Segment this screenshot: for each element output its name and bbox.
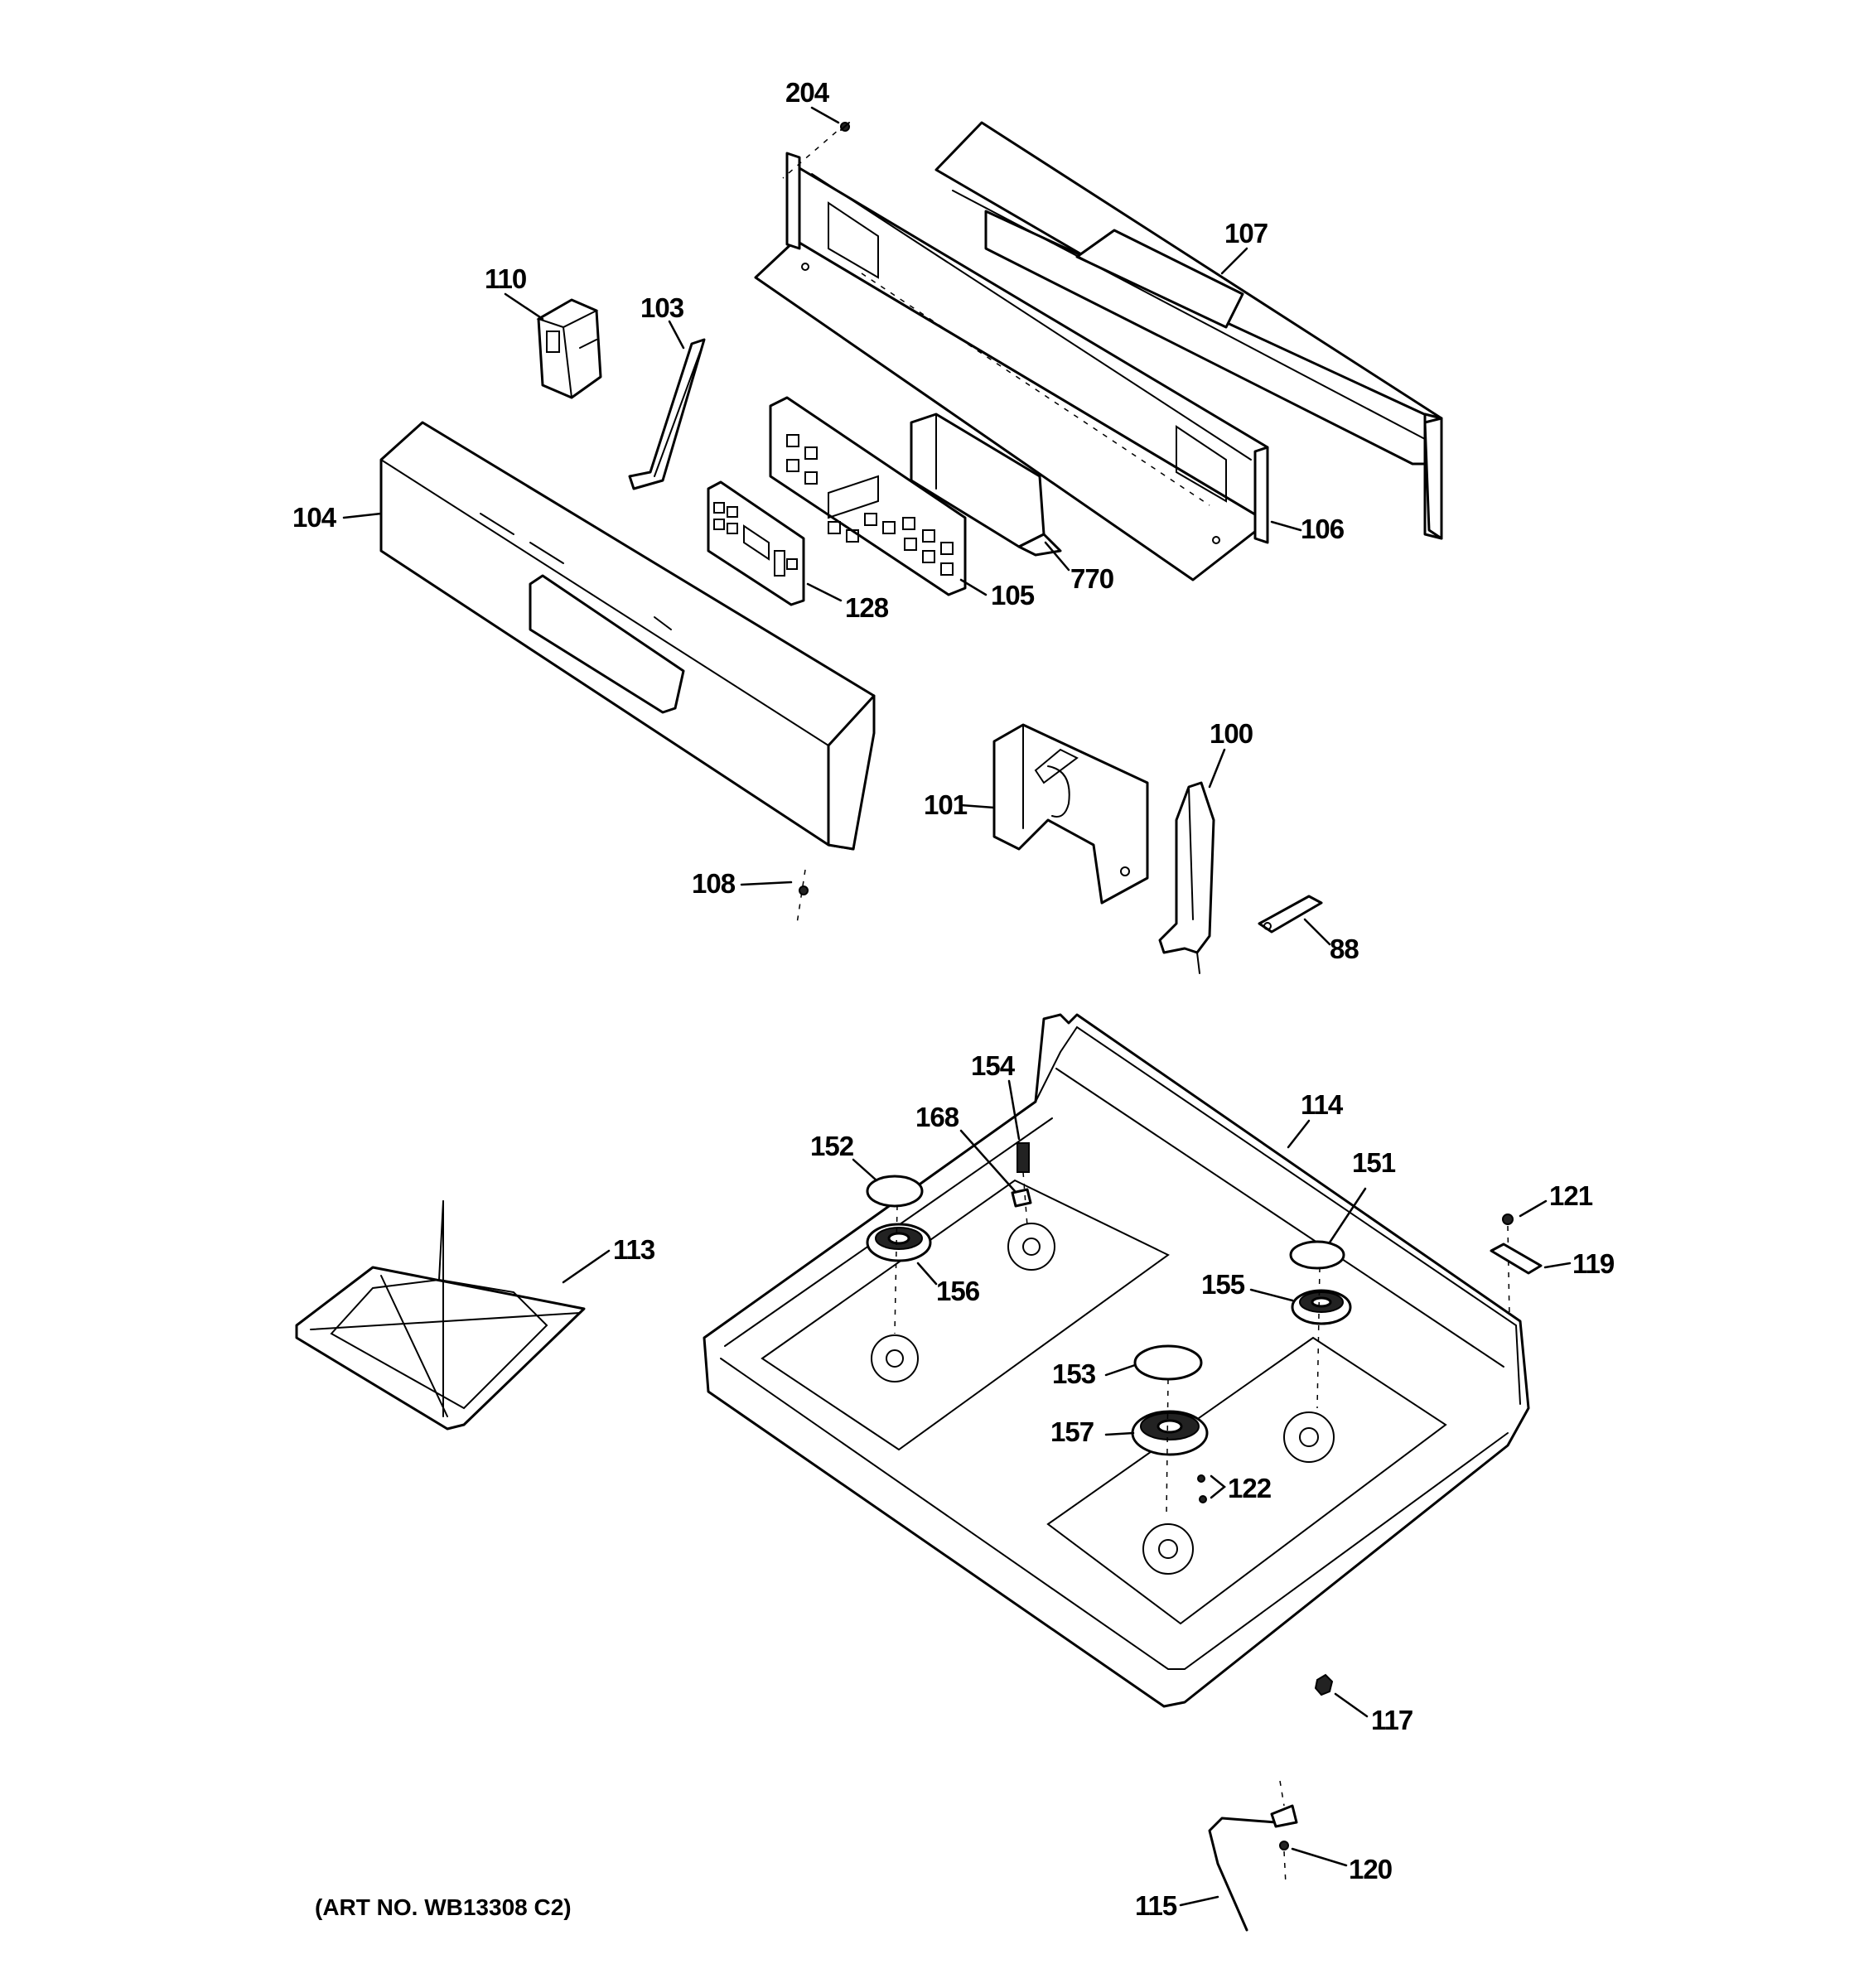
part-770-trim (910, 413, 1062, 557)
art-number: (ART NO. WB13308 C2) (315, 1894, 572, 1920)
part-101-cover (992, 723, 1149, 905)
label-154: 154 (971, 1050, 1016, 1081)
label-120: 120 (1349, 1854, 1392, 1884)
label-153: 153 (1052, 1358, 1096, 1389)
part-88-spacer (1258, 895, 1323, 934)
label-113: 113 (613, 1234, 655, 1265)
part-155-burner-head (1291, 1289, 1352, 1325)
part-114-cooktop (703, 1013, 1530, 1708)
part-105-control-board (769, 396, 967, 596)
part-156-burner-head (866, 1223, 932, 1262)
label-155: 155 (1201, 1269, 1245, 1300)
part-120-screw (1279, 1841, 1289, 1885)
part-107-rear-cover (934, 121, 1443, 540)
label-101: 101 (924, 789, 968, 820)
part-119-bracket (1490, 1242, 1543, 1275)
label-88: 88 (1330, 934, 1359, 964)
part-153-cap (1133, 1344, 1203, 1381)
part-113-grate (295, 1200, 586, 1431)
part-106-back-panel (754, 152, 1269, 581)
part-122-screws (1197, 1474, 1207, 1503)
label-204: 204 (785, 77, 830, 108)
label-128: 128 (845, 592, 889, 623)
label-114: 114 (1301, 1089, 1344, 1120)
label-100: 100 (1210, 718, 1253, 749)
label-108: 108 (692, 868, 736, 899)
label-122: 122 (1228, 1473, 1272, 1503)
part-154-electrode (1017, 1142, 1030, 1173)
leader-lines (342, 106, 1572, 1907)
label-105: 105 (991, 580, 1035, 610)
label-770: 770 (1070, 563, 1113, 594)
label-106: 106 (1301, 514, 1345, 544)
part-121-screw (1502, 1214, 1514, 1318)
label-110: 110 (485, 263, 526, 294)
label-168: 168 (915, 1102, 959, 1132)
part-115-rod (1208, 1780, 1298, 1932)
label-152: 152 (810, 1131, 854, 1161)
label-115: 115 (1135, 1890, 1177, 1921)
part-110-switch (536, 298, 602, 399)
part-151-cap (1289, 1240, 1345, 1270)
part-117-nut (1314, 1673, 1334, 1696)
label-151: 151 (1352, 1147, 1396, 1178)
part-104-control-panel (379, 421, 876, 851)
label-107: 107 (1224, 218, 1268, 248)
part-108-screw (796, 869, 809, 924)
label-156: 156 (936, 1276, 980, 1306)
part-103-bracket (628, 338, 706, 490)
part-157-burner-head (1131, 1410, 1209, 1456)
part-168-orifice (1011, 1171, 1032, 1227)
part-labels: 204 107 110 103 104 106 128 105 770 100 … (292, 77, 1615, 1921)
label-119: 119 (1572, 1248, 1615, 1279)
label-117: 117 (1371, 1705, 1412, 1735)
label-157: 157 (1050, 1416, 1094, 1447)
part-128-overlay (707, 480, 805, 606)
label-104: 104 (292, 502, 337, 533)
part-152-cap (866, 1175, 924, 1208)
label-103: 103 (640, 292, 684, 323)
part-204-screw (782, 122, 850, 179)
part-100-bracket (1158, 781, 1215, 974)
label-121: 121 (1549, 1180, 1593, 1211)
